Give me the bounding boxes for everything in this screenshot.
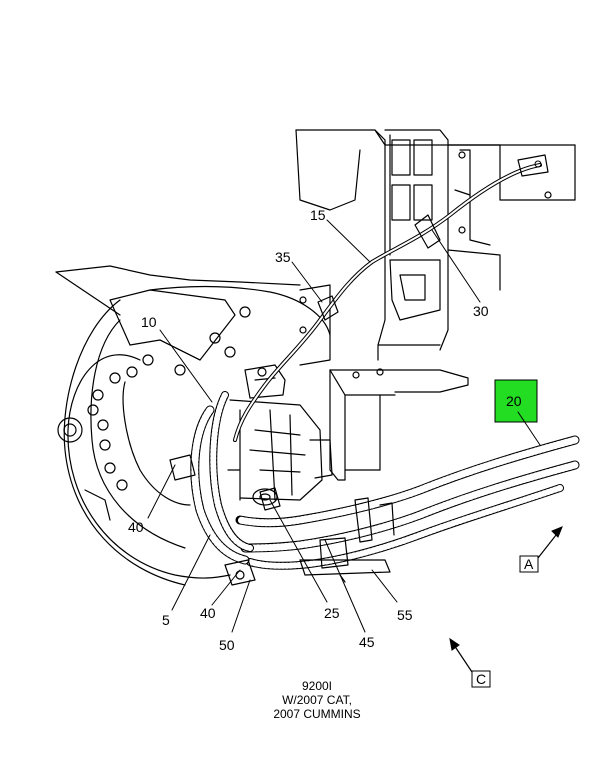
flywheel-housing xyxy=(55,265,331,586)
caption-line-1: 9200I xyxy=(302,679,332,693)
arrow-up-right-icon xyxy=(551,526,563,538)
callout-40-upper: 40 xyxy=(128,519,144,535)
caption-line-3: 2007 CUMMINS xyxy=(273,707,360,721)
callout-35: 35 xyxy=(275,249,291,265)
frame-bracket xyxy=(295,129,576,361)
callout-50: 50 xyxy=(219,637,235,653)
starter-motor xyxy=(227,364,333,506)
callout-25: 25 xyxy=(324,605,340,621)
callout-40-lower: 40 xyxy=(200,605,216,621)
callout-5: 5 xyxy=(162,612,170,628)
callout-10: 10 xyxy=(141,314,157,330)
harness-upper xyxy=(233,154,549,442)
leader-lines xyxy=(147,219,541,633)
diagram-caption: 9200I W/2007 CAT, 2007 CUMMINS xyxy=(273,679,360,721)
callout-15: 15 xyxy=(310,207,326,223)
view-indicator-c: C xyxy=(449,637,491,688)
view-indicator-a: A xyxy=(519,526,563,573)
callout-20-highlight xyxy=(494,379,538,423)
view-label-c: C xyxy=(476,671,486,687)
harness-clamps xyxy=(169,454,395,586)
view-label-a: A xyxy=(524,556,534,572)
caption-line-2: W/2007 CAT, xyxy=(282,693,352,707)
callout-20: 20 xyxy=(506,393,522,409)
callout-45: 45 xyxy=(359,634,375,650)
callout-30: 30 xyxy=(473,303,489,319)
callout-labels: 10 15 35 30 20 40 5 40 50 25 45 55 xyxy=(128,207,522,653)
callout-55: 55 xyxy=(397,607,413,623)
arrow-up-left-icon xyxy=(449,637,460,651)
conduit-bundle xyxy=(190,391,580,570)
mounting-bracket xyxy=(299,284,469,481)
